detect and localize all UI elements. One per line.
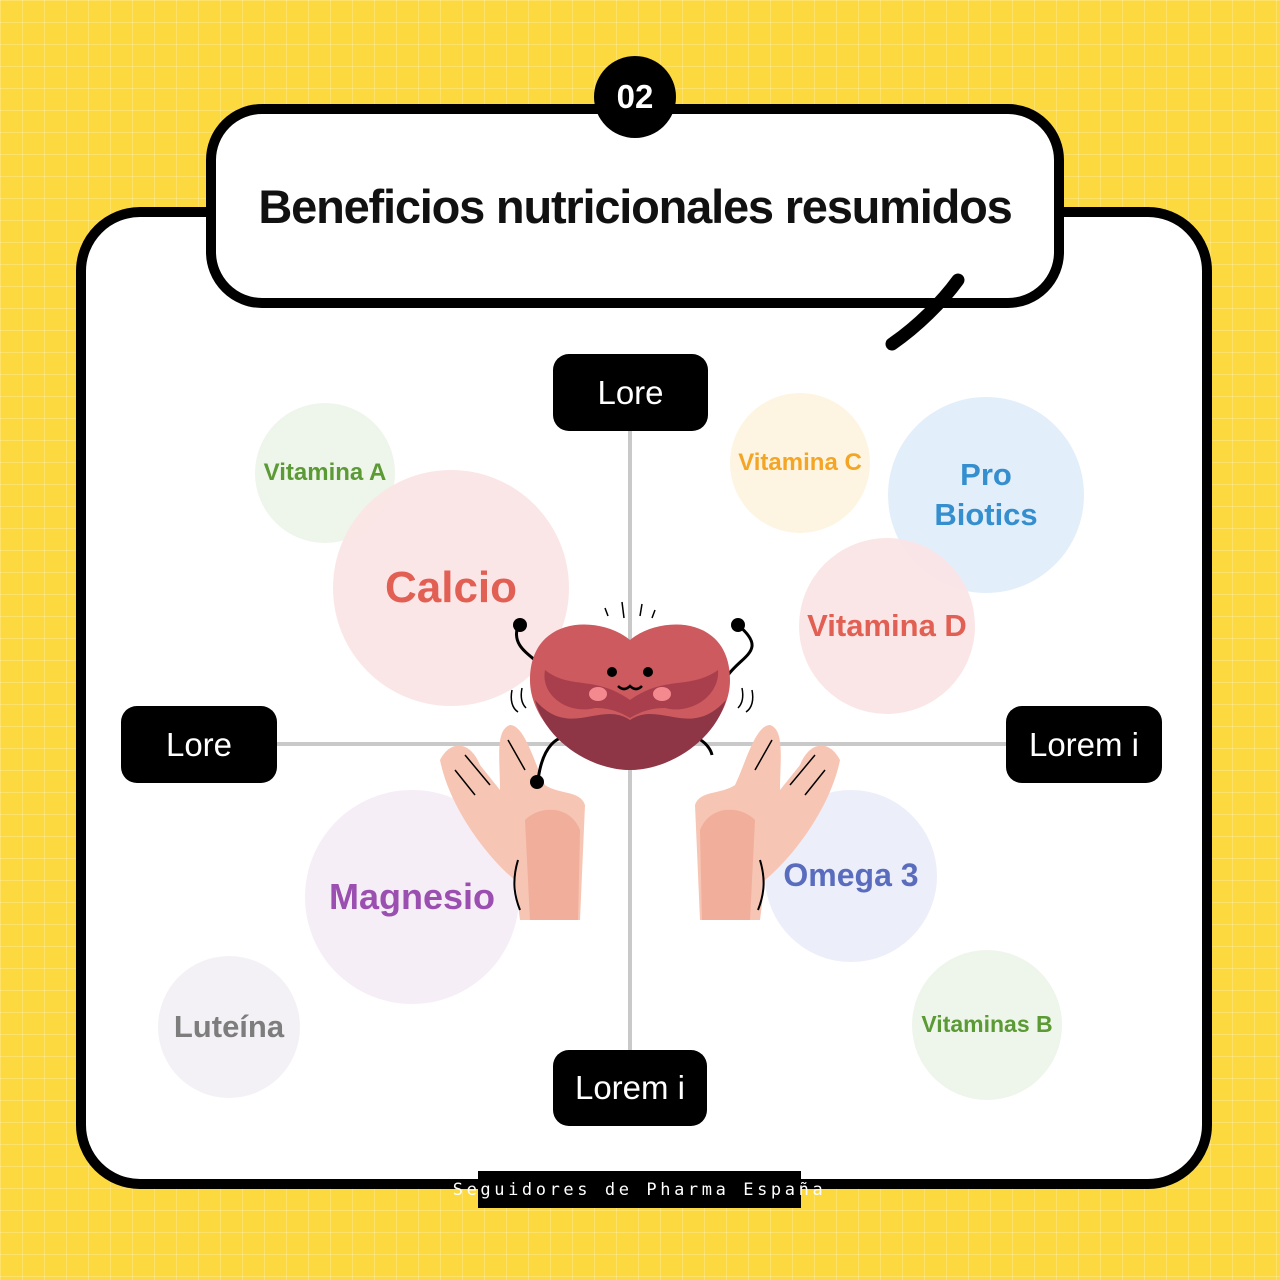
title-box: Beneficios nutricionales resumidos — [206, 104, 1064, 308]
nutrient-vitamina-a: Vitamina A — [255, 403, 395, 543]
nutrient-vitamina-d: Vitamina D — [799, 538, 975, 714]
axis-label-right: Lorem i — [1006, 706, 1162, 783]
nutrient-vitaminas-b: Vitaminas B — [912, 950, 1062, 1100]
nutrient-vitamina-c: Vitamina C — [730, 393, 870, 533]
axis-label-top: Lore — [553, 354, 708, 431]
axis-label-left: Lore — [121, 706, 277, 783]
nutrient-luteina: Luteína — [158, 956, 300, 1098]
nutrient-magnesio: Magnesio — [305, 790, 519, 1004]
page-title: Beneficios nutricionales resumidos — [258, 179, 1012, 233]
hands-icon — [440, 725, 840, 920]
speech-tail-icon — [885, 273, 965, 351]
nutrient-calcio: Calcio — [333, 470, 569, 706]
footer-credit: Seguidores de Pharma España — [453, 1171, 823, 1208]
heart-mascot-icon — [440, 601, 840, 920]
step-badge: 02 — [594, 56, 676, 138]
axis-label-bottom: Lorem i — [553, 1050, 707, 1126]
nutrient-pro-biotics: Pro Biotics — [888, 397, 1084, 593]
